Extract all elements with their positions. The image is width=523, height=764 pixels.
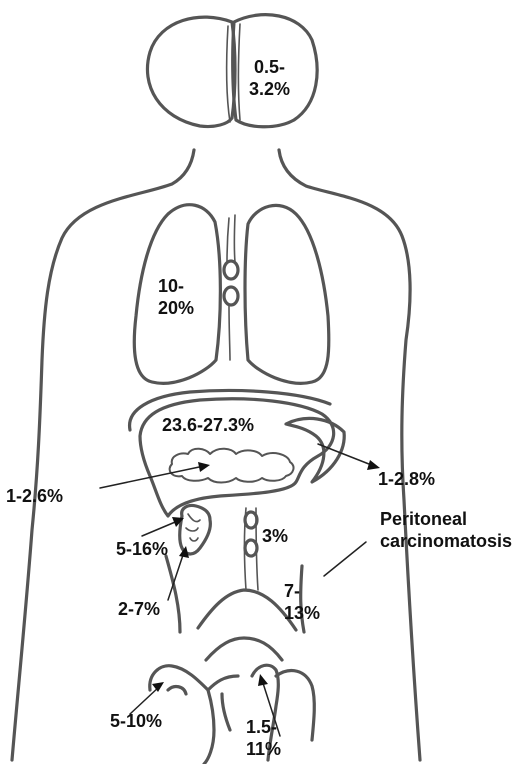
label-spleen: 1-2.8%	[378, 468, 435, 490]
pancreas-shape	[170, 449, 294, 483]
label-kidney: 3%	[262, 525, 288, 547]
label-gallbladder: 5-16%	[116, 538, 168, 560]
label-bowel: 2-7%	[118, 598, 160, 620]
label-uterus: 5-10%	[110, 710, 162, 732]
uterus-outline	[150, 666, 238, 764]
label-brain: 0.5- 3.2%	[249, 56, 290, 100]
label-lung: 10- 20%	[158, 275, 194, 319]
kidney-outline	[245, 508, 259, 590]
label-peritoneal-value: 7- 13%	[284, 580, 320, 624]
gallbladder-shape	[180, 505, 211, 554]
label-ovary: 1.5- 11%	[246, 716, 281, 760]
label-liver: 23.6-27.3%	[162, 414, 254, 436]
label-peritoneal-title: Peritoneal carcinomatosis	[380, 508, 512, 552]
label-pancreas: 1-2.6%	[6, 485, 63, 507]
brain-outline	[147, 15, 317, 127]
trachea-outline	[224, 215, 238, 360]
